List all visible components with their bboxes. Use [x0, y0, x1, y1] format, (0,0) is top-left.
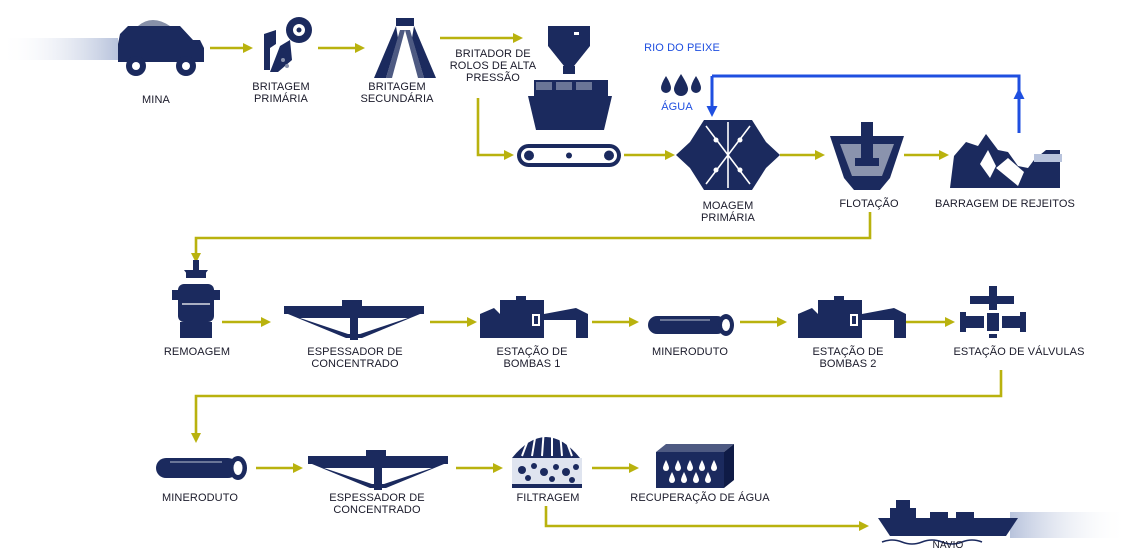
haul-truck-icon: [0, 20, 204, 76]
label-espessador-1: ESPESSADOR DE CONCENTRADO: [307, 346, 403, 370]
pump-station-1-icon: [480, 296, 588, 338]
label-bombas-1: ESTAÇÃO DE BOMBAS 1: [496, 346, 568, 370]
grinding-mill-icon: [676, 120, 780, 190]
label-recuperacao-agua: RECUPERAÇÃO DE ÁGUA: [630, 492, 770, 504]
label-rio-do-peixe: RIO DO PEIXE: [644, 42, 720, 54]
label-remoagem: REMOAGEM: [163, 346, 231, 358]
label-flotacao: FLOTAÇÃO: [839, 198, 899, 210]
hpgr-crusher-icon: [528, 26, 612, 130]
water-drop-icon: [661, 74, 701, 96]
label-agua: ÁGUA: [661, 101, 693, 113]
arrow-filtragem-navio: [544, 506, 869, 531]
valve-station-icon: [960, 286, 1026, 338]
label-mineroduto-2: MINERODUTO: [162, 492, 238, 504]
conveyor-belt-icon: [517, 144, 621, 167]
label-filtragem: FILTRAGEM: [516, 492, 580, 504]
label-barragem-rejeitos: BARRAGEM DE REJEITOS: [935, 198, 1075, 210]
pump-station-2-icon: [798, 296, 906, 338]
label-britador-rolos: BRITADOR DE ROLOS DE ALTA PRESSÃO: [449, 48, 537, 84]
arrow-flotacao-remoagem: [191, 212, 872, 263]
thickener-1-icon: [284, 300, 424, 340]
filtration-icon: [512, 427, 582, 488]
ship-icon: [878, 500, 1128, 545]
label-britagem-secundaria: BRITAGEM SECUNDÁRIA: [360, 81, 434, 105]
label-mina: MINA: [142, 94, 170, 106]
thickener-2-icon: [308, 450, 448, 490]
secondary-crusher-icon: [374, 18, 436, 78]
label-britagem-primaria: BRITAGEM PRIMÁRIA: [252, 81, 310, 105]
label-espessador-2: ESPESSADOR DE CONCENTRADO: [329, 492, 425, 516]
flotation-cell-icon: [830, 122, 904, 190]
arrow-hpgr-conveyor: [476, 98, 514, 160]
label-valvulas: ESTAÇÃO DE VÁLVULAS: [953, 346, 1085, 358]
pipeline-1-icon: [648, 314, 734, 336]
flow-arrows: [191, 33, 1003, 531]
label-mineroduto-1: MINERODUTO: [652, 346, 728, 358]
primary-crusher-icon: [264, 17, 312, 72]
tailings-dam-icon: [950, 134, 1062, 188]
pipeline-2-icon: [156, 456, 247, 480]
label-moagem-primaria: MOAGEM PRIMÁRIA: [701, 200, 755, 224]
icons: [0, 17, 1128, 545]
water-return-arrows: [706, 74, 1025, 133]
water-recovery-icon: [656, 444, 734, 488]
arrow-valvulas-mineroduto2: [191, 370, 1003, 443]
regrinding-mill-icon: [172, 260, 220, 338]
label-bombas-2: ESTAÇÃO DE BOMBAS 2: [812, 346, 884, 370]
label-navio: NAVIO: [932, 540, 964, 551]
